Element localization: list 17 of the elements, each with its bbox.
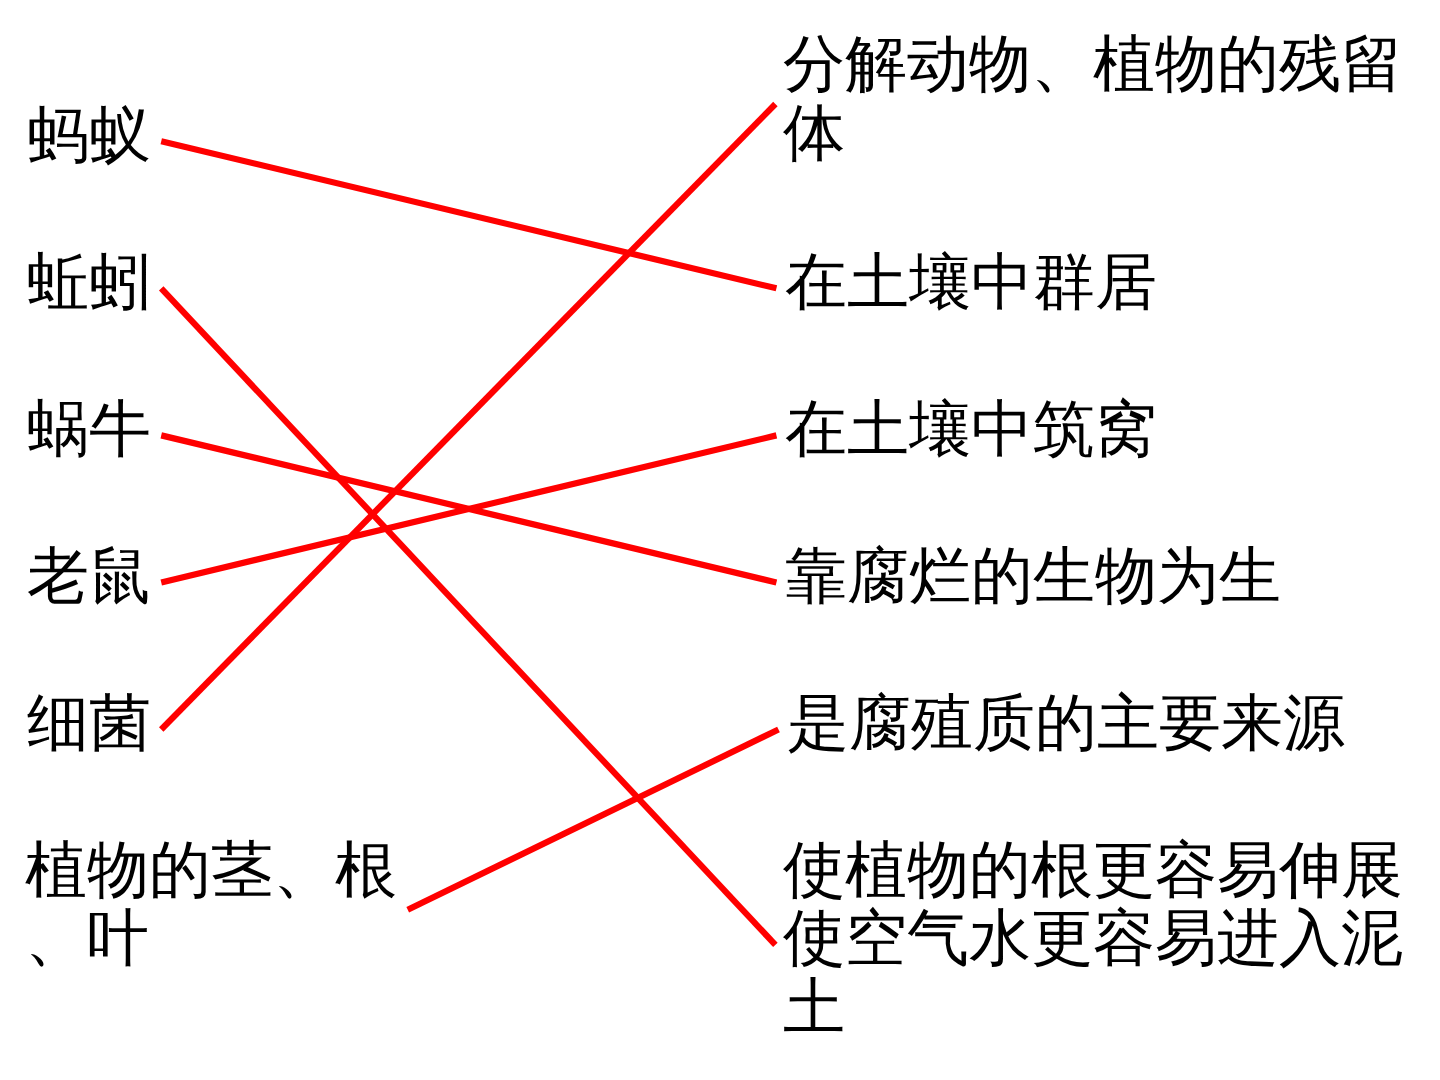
node-text: 靠腐烂的生物为生 bbox=[784, 538, 1281, 612]
node-text: 蚯蚓 bbox=[26, 244, 151, 318]
node-text: 细菌 bbox=[26, 685, 151, 759]
connector bbox=[405, 726, 780, 912]
node-text: 是腐殖质的主要来源 bbox=[786, 685, 1345, 759]
connector bbox=[160, 431, 777, 585]
node-text: 植物的茎、根、叶 bbox=[24, 832, 397, 974]
node-text: 使植物的根更容易伸展使空气水更容易进入泥土 bbox=[782, 832, 1403, 1043]
node-text: 在土壤中群居 bbox=[784, 244, 1157, 318]
node-text: 蜗牛 bbox=[26, 391, 151, 465]
node-text: 在土壤中筑窝 bbox=[784, 391, 1157, 465]
node-text: 老鼠 bbox=[26, 538, 151, 612]
node-text: 蚂蚁 bbox=[26, 97, 151, 171]
connector bbox=[158, 285, 778, 947]
node-text: 分解动物、植物的残留体 bbox=[782, 26, 1403, 169]
connector bbox=[158, 101, 778, 732]
connector bbox=[160, 137, 777, 291]
